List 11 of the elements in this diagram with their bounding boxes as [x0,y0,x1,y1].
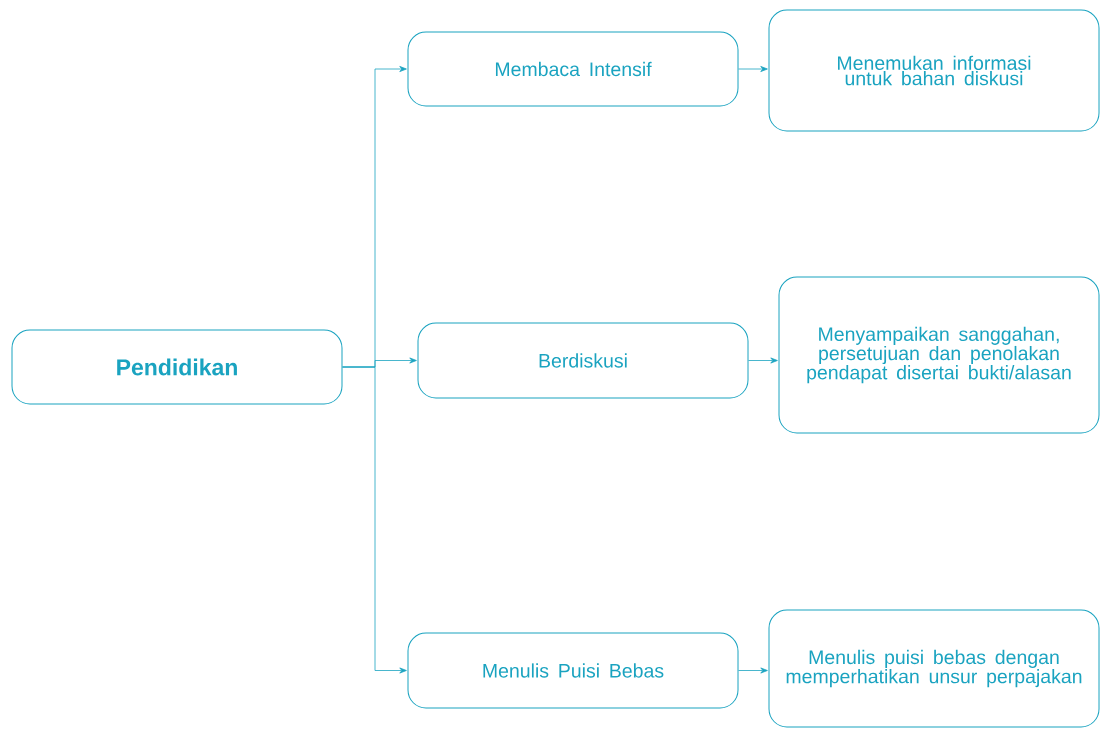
process-box: Menemukan informasi untuk bahan diskusi [768,9,1100,132]
process-box: Menulis Puisi Bebas [407,632,739,709]
process-box: Menyampaikan sanggahan, persetujuan dan penolakan pendapat disertai bukti/alasan [778,276,1100,434]
arrow [738,667,768,674]
process-box: Pendidikan [11,329,343,405]
arrow [342,366,407,674]
arrow [748,357,778,364]
arrow [738,66,768,72]
process-box: Berdiskusi [417,322,749,399]
process-box: Menulis puisi bebas dengan memperhatikan unsur perpajakan [768,609,1100,728]
process-box: Membaca Intensif [407,31,739,107]
